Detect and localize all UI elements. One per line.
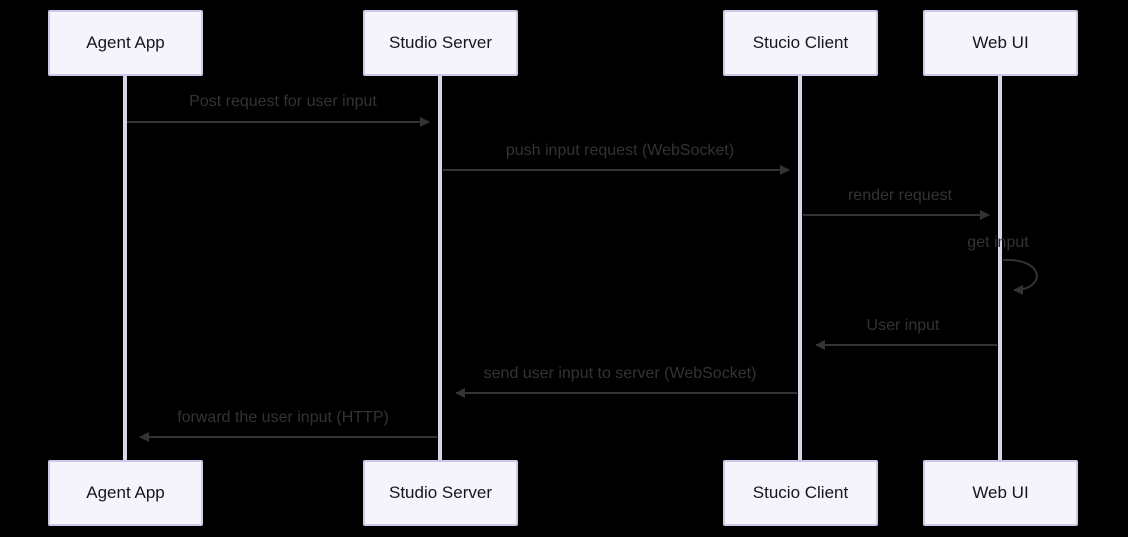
actor-studio-server-top: Studio Server	[363, 10, 518, 76]
message-label: get input	[967, 234, 1029, 251]
actor-web-ui-top: Web UI	[923, 10, 1078, 76]
lifeline-stucio-client	[798, 76, 802, 460]
message-label: push input request (WebSocket)	[505, 142, 735, 159]
actor-studio-server-bottom: Studio Server	[363, 460, 518, 526]
actor-label: Web UI	[972, 483, 1029, 502]
message-label: forward the user input (HTTP)	[177, 409, 389, 426]
actor-stucio-client-top: Stucio Client	[723, 10, 878, 76]
message-label: User input	[866, 317, 940, 334]
lifeline-agent-app	[123, 76, 127, 460]
actor-label: Stucio Client	[752, 483, 849, 502]
actor-label: Studio Server	[389, 483, 492, 502]
message-label: send user input to server (WebSocket)	[483, 365, 757, 382]
message-label: render request	[847, 187, 953, 204]
actor-label: Stucio Client	[752, 33, 849, 52]
actor-label: Agent App	[86, 33, 165, 52]
actor-stucio-client-bottom: Stucio Client	[723, 460, 878, 526]
actor-agent-app-bottom: Agent App	[48, 460, 203, 526]
actor-label: Agent App	[86, 483, 165, 502]
message-label: Post request for user input	[189, 93, 377, 110]
actor-web-ui-bottom: Web UI	[923, 460, 1078, 526]
arrow-self-loop	[1002, 258, 1038, 295]
lifeline-web-ui	[998, 76, 1002, 460]
actor-agent-app-top: Agent App	[48, 10, 203, 76]
lifeline-studio-server	[438, 76, 442, 460]
actor-label: Web UI	[972, 33, 1029, 52]
actor-label: Studio Server	[389, 33, 492, 52]
